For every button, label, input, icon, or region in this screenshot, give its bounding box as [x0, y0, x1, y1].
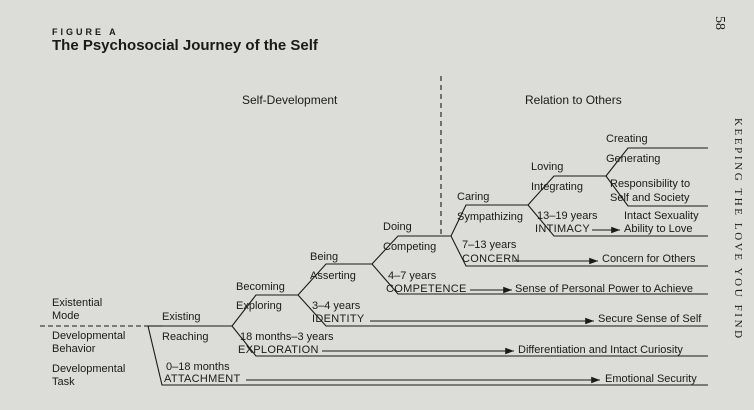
- row-label-behavior-1: Developmental: [52, 330, 126, 342]
- outcome-responsibility-2: Self and Society: [610, 192, 690, 204]
- row-label-existential-2: Mode: [52, 310, 80, 322]
- mode-being: Being: [310, 251, 339, 263]
- row-label-task-2: Task: [52, 376, 75, 388]
- task-competence: COMPETENCE: [386, 283, 467, 295]
- age-4: 7–13 years: [462, 239, 517, 251]
- outcome-responsibility-1: Responsibility to: [610, 178, 691, 190]
- mode-loving: Loving: [531, 161, 564, 173]
- behavior-asserting: Asserting: [310, 270, 356, 282]
- row-label-task-1: Developmental: [52, 363, 126, 375]
- outcome-secure-self: Secure Sense of Self: [598, 313, 702, 325]
- age-2: 3–4 years: [312, 300, 361, 312]
- mode-caring: Caring: [457, 191, 490, 203]
- page-number: 58: [712, 16, 727, 30]
- behavior-sympathizing: Sympathizing: [457, 211, 524, 223]
- behavior-competing: Competing: [383, 241, 437, 253]
- task-concern: CONCERN: [462, 253, 520, 265]
- task-exploration: EXPLORATION: [238, 344, 319, 356]
- fork-2: [231, 294, 298, 327]
- mode-creating: Creating: [606, 133, 648, 145]
- fork-2b: [231, 325, 708, 357]
- behavior-generating: Generating: [606, 153, 661, 165]
- branch-reaching: [147, 325, 708, 386]
- row-label-existential-1: Existential: [52, 297, 103, 309]
- section-relation-to-others: Relation to Others: [525, 93, 622, 107]
- age-5: 13–19 years: [537, 210, 598, 222]
- fork-4: [371, 235, 451, 265]
- task-attachment: ATTACHMENT: [164, 373, 241, 385]
- row-label-behavior-2: Behavior: [52, 343, 96, 355]
- age-1: 18 months–3 years: [240, 331, 334, 343]
- fork-5b: [450, 235, 708, 267]
- section-self-development: Self-Development: [242, 93, 338, 107]
- age-0: 0–18 months: [166, 361, 230, 373]
- running-head: KEEPING THE LOVE YOU FIND: [732, 118, 744, 341]
- fork-6b: [527, 204, 708, 237]
- mode-existing: Existing: [162, 311, 201, 323]
- age-3: 4–7 years: [388, 270, 437, 282]
- outcome-personal-power: Sense of Personal Power to Achieve: [515, 283, 693, 295]
- fork-3: [297, 263, 372, 296]
- task-identity: IDENTITY: [312, 313, 365, 325]
- figure-label: FIGURE A: [52, 27, 119, 37]
- fork-6: [527, 175, 606, 206]
- mode-doing: Doing: [383, 221, 412, 233]
- fork-7: [605, 147, 708, 177]
- fork-7b: [605, 175, 708, 207]
- outcome-intact-sexuality: Intact Sexuality: [624, 210, 699, 222]
- behavior-exploring: Exploring: [236, 300, 282, 312]
- mode-becoming: Becoming: [236, 281, 285, 293]
- fork-4b: [371, 263, 708, 295]
- behavior-integrating: Integrating: [531, 181, 583, 193]
- fork-5: [450, 204, 528, 237]
- task-intimacy: INTIMACY: [535, 223, 590, 235]
- outcome-differentiation: Differentiation and Intact Curiosity: [518, 344, 683, 356]
- behavior-reaching: Reaching: [162, 331, 209, 343]
- fork-3b: [297, 294, 708, 327]
- outcome-ability-to-love: Ability to Love: [624, 223, 693, 235]
- outcome-concern-others: Concern for Others: [602, 253, 696, 265]
- figure-title: The Psychosocial Journey of the Self: [52, 37, 318, 54]
- outcome-emotional-security: Emotional Security: [605, 373, 697, 385]
